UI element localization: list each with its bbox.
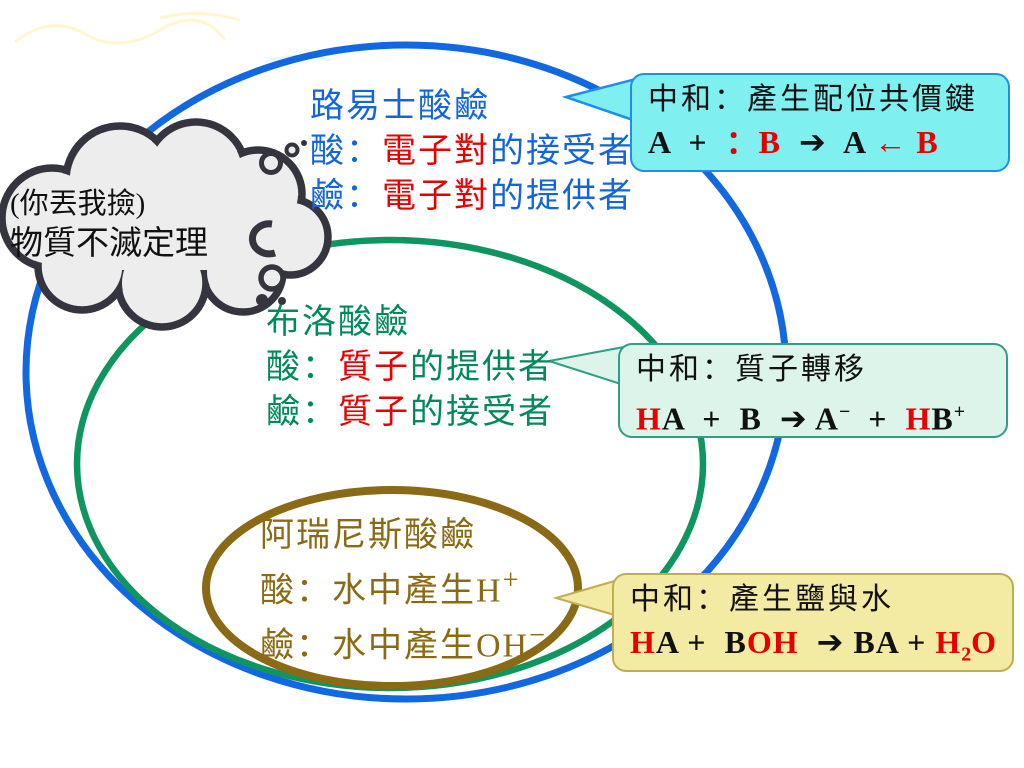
bubble-trail-upper (259, 140, 307, 175)
cloud-text-block: (你丟我撿) 物質不滅定理 (10, 186, 208, 265)
bronsted-callout-formula: HA + B ➔ A− + HB+ (636, 399, 966, 438)
lewis-acid-line: 酸：電子對的接受者 (310, 133, 634, 170)
lewis-callout-formula: A + ：B ➔ A ← B (648, 123, 939, 161)
lewis-callout: 中和：產生配位共價鍵 A + ：B ➔ A ← B (630, 73, 1010, 172)
cloud-line-2: 物質不滅定理 (10, 226, 208, 262)
bronsted-callout-title: 中和：質子轉移 (636, 353, 867, 386)
cloud-line-1: (你丟我撿) (10, 188, 146, 220)
lewis-callout-title: 中和：產生配位共價鍵 (648, 83, 978, 116)
bronsted-text-block: 布洛酸鹼 酸：質子的提供者 鹼：質子的接受者 (266, 300, 554, 435)
bronsted-title: 布洛酸鹼 (266, 304, 410, 341)
lewis-title: 路易士酸鹼 (310, 88, 490, 125)
arrhenius-callout-title: 中和：產生鹽與水 (630, 583, 894, 616)
bubble-trail-lower (256, 264, 286, 306)
lewis-base-line: 鹼：電子對的提供者 (310, 178, 634, 215)
bronsted-base-line: 鹼：質子的接受者 (266, 394, 554, 431)
cloud-curl (249, 220, 277, 258)
lewis-text-block: 路易士酸鹼 酸：電子對的接受者 鹼：電子對的提供者 (310, 84, 634, 219)
arrhenius-title: 阿瑞尼斯酸鹼 (260, 517, 476, 554)
bronsted-acid-line: 酸：質子的提供者 (266, 349, 554, 386)
thought-cloud (0, 118, 332, 331)
arrhenius-acid-line: 酸：水中產生H+ (260, 565, 521, 610)
arrhenius-text-block: 阿瑞尼斯酸鹼 酸：水中產生H+ 鹼：水中產生OH− (260, 513, 547, 669)
faint-scribble (14, 12, 241, 45)
arrhenius-callout-tail (552, 578, 619, 618)
bronsted-callout: 中和：質子轉移 HA + B ➔ A− + HB+ (618, 343, 1008, 438)
arrhenius-ellipse (202, 486, 582, 690)
arrhenius-callout: 中和：產生鹽與水 HA + BOH ➔ BA + H2O (612, 573, 1014, 672)
bronsted-callout-tail (548, 345, 625, 387)
arrhenius-base-line: 鹼：水中產生OH− (260, 620, 548, 665)
arrhenius-callout-formula: HA + BOH ➔ BA + H2O (630, 623, 998, 666)
